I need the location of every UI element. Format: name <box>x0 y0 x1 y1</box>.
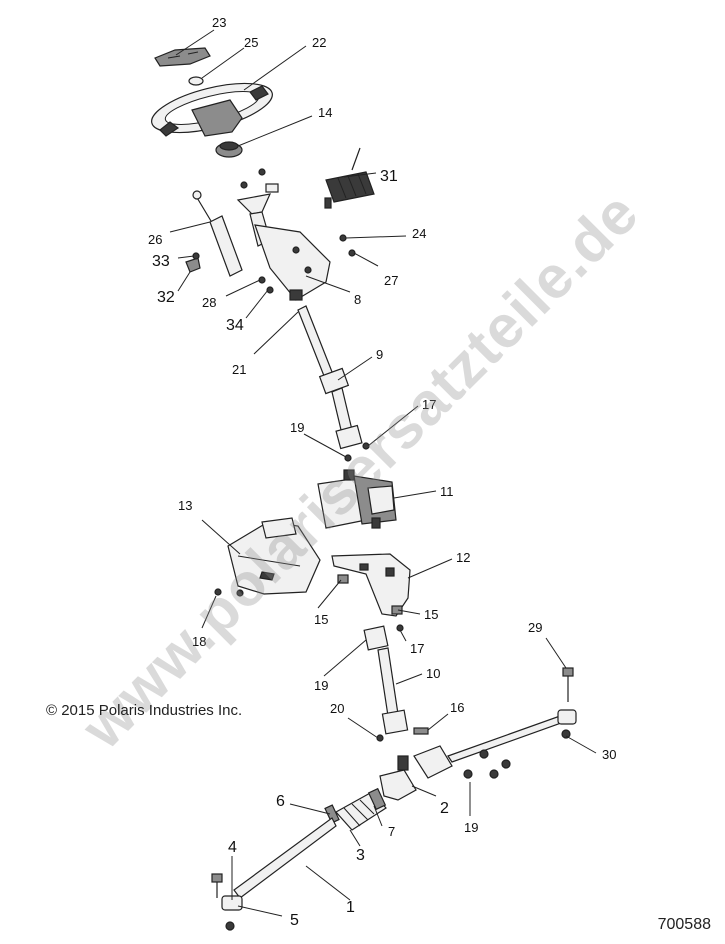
callout-6: 6 <box>276 793 285 810</box>
wheel-cap-23 <box>154 47 211 67</box>
callout-9: 9 <box>376 347 383 362</box>
clamp-6 <box>324 804 340 824</box>
clamp-7 <box>367 787 387 811</box>
column-8 <box>236 193 331 301</box>
emblem-25 <box>188 76 204 86</box>
callout-3: 3 <box>356 847 365 864</box>
callout-27: 27 <box>384 273 398 288</box>
bracket-12 <box>331 553 411 617</box>
callout-19b: 19 <box>314 678 328 693</box>
callout-16: 16 <box>450 700 464 715</box>
callout-25: 25 <box>244 35 258 50</box>
callout-31: 31 <box>380 168 398 185</box>
callout-labels: 23 25 22 14 31 26 24 33 27 32 28 8 34 21… <box>148 15 616 929</box>
tie-rod-1 <box>221 817 337 911</box>
callout-1: 1 <box>346 899 355 916</box>
callout-5: 5 <box>290 912 299 929</box>
callout-7: 7 <box>388 824 395 839</box>
rack-gear-2 <box>379 745 453 801</box>
callout-20: 20 <box>330 701 344 716</box>
nut-5 <box>225 921 235 931</box>
callout-17b: 17 <box>410 641 424 656</box>
callout-26: 26 <box>148 232 162 247</box>
hub-14 <box>215 141 243 158</box>
callout-23: 23 <box>212 15 226 30</box>
callout-15a: 15 <box>314 612 328 627</box>
bolt-4 <box>211 873 223 898</box>
copyright-notice: © 2015 Polaris Industries Inc. <box>46 702 243 719</box>
callout-2: 2 <box>440 800 449 817</box>
eps-unit-11 <box>317 469 397 529</box>
cover-13 <box>227 517 321 595</box>
drawing-number: 700588 <box>657 916 711 933</box>
callout-4: 4 <box>228 839 237 856</box>
bolt-29 <box>562 667 574 702</box>
switch-31 <box>324 147 375 209</box>
callout-24: 24 <box>412 226 426 241</box>
callout-30: 30 <box>602 747 616 762</box>
callout-28: 28 <box>202 295 216 310</box>
small-fasteners <box>240 168 356 294</box>
gas-strut-26 <box>192 190 243 277</box>
leader-lines <box>169 29 597 917</box>
steering-wheel-22 <box>151 82 273 137</box>
callout-21: 21 <box>232 362 246 377</box>
callout-18: 18 <box>192 634 206 649</box>
upper-shaft-9 <box>297 305 370 462</box>
bolts-15 <box>337 574 403 615</box>
callout-17a: 17 <box>422 397 436 412</box>
tie-rod-right <box>447 709 577 763</box>
callout-33: 33 <box>152 253 170 270</box>
callout-13: 13 <box>178 498 192 513</box>
callout-19c: 19 <box>464 820 478 835</box>
callout-15b: 15 <box>424 607 438 622</box>
callout-8: 8 <box>354 292 361 307</box>
callout-22: 22 <box>312 35 326 50</box>
callout-11: 11 <box>440 484 454 499</box>
callout-10: 10 <box>426 666 440 681</box>
clip-32 <box>185 257 201 273</box>
cover-screws-18 <box>214 588 244 597</box>
callout-29: 29 <box>528 620 542 635</box>
callout-19a: 19 <box>290 420 304 435</box>
nuts-19-rack <box>463 749 511 779</box>
callout-34: 34 <box>226 317 244 334</box>
lower-shaft-10 <box>363 624 429 742</box>
callout-12: 12 <box>456 550 470 565</box>
callout-32: 32 <box>157 289 175 306</box>
callout-14: 14 <box>318 105 332 120</box>
